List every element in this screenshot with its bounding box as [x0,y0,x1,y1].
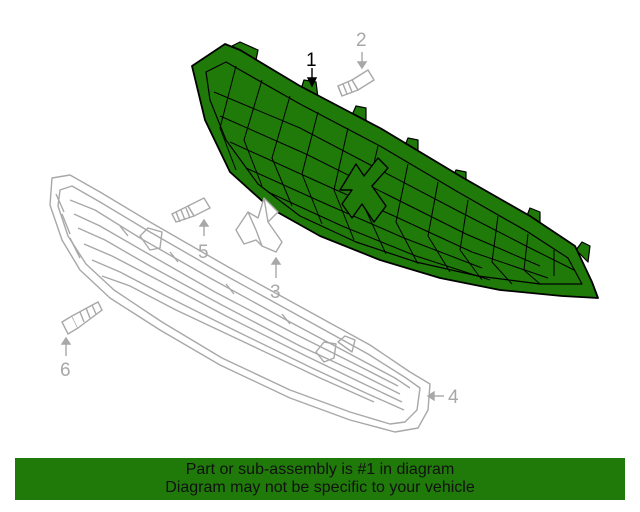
callout-3[interactable]: 3 [270,282,281,303]
callout-2[interactable]: 2 [356,30,367,51]
callout-6[interactable]: 6 [60,360,71,381]
callout-5[interactable]: 5 [198,242,209,263]
part-6-bolt[interactable] [61,301,103,335]
part-2-screw[interactable] [337,69,375,97]
banner-line-1: Part or sub-assembly is #1 in diagram [185,461,455,478]
callout-1[interactable]: 1 [306,50,317,71]
leader-6 [60,336,72,356]
callout-4[interactable]: 4 [448,387,459,408]
leader-3 [270,256,282,278]
info-banner: Part or sub-assembly is #1 in diagram Di… [15,458,625,500]
part-4-lower-bezel[interactable] [49,174,431,433]
leader-1 [306,68,318,88]
leader-4 [426,390,444,402]
leader-2 [356,52,368,70]
part-3-bracket[interactable] [235,197,283,253]
part-5-bolt[interactable] [171,197,211,223]
parts-diagram: 1 2 5 3 6 4 [49,30,599,433]
banner-line-2: Diagram may not be specific to your vehi… [165,479,475,496]
part-1-upper-grille[interactable] [191,41,599,299]
leader-5 [198,218,210,236]
